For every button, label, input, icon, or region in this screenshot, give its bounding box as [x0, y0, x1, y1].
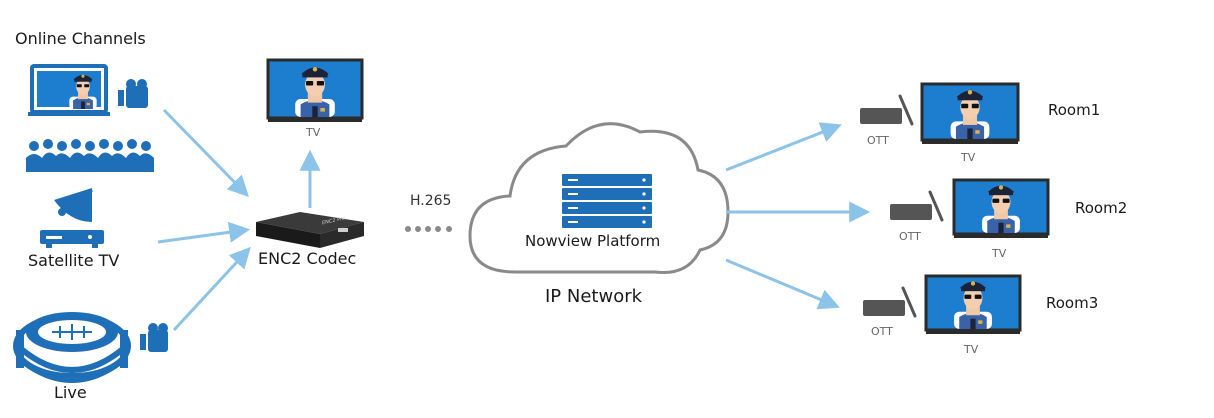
label-ip-network: IP Network — [545, 286, 643, 307]
label-protocol: H.265 — [410, 193, 452, 209]
audience-icon — [26, 139, 154, 172]
label-encoder: ENC2 Codec — [258, 249, 357, 268]
arrow-satellite-to-encoder — [157, 221, 251, 244]
source-arrows — [157, 108, 321, 332]
room2-ott-box-icon — [888, 190, 944, 222]
satellite-dish-icon — [40, 188, 104, 248]
server-rack-icon — [562, 174, 652, 228]
label-monitor-tv: TV — [306, 126, 321, 139]
label-room3: Room3 — [1046, 294, 1099, 312]
room1-tv-icon — [920, 82, 1020, 144]
room-arrows — [725, 122, 871, 310]
label-room2: Room2 — [1075, 199, 1128, 217]
room1-ott-box-icon — [858, 94, 914, 126]
protocol-dots — [405, 226, 452, 232]
room3-tv-icon — [924, 274, 1022, 334]
label-online-channels: Online Channels — [15, 29, 146, 48]
video-camera-icon — [140, 323, 168, 352]
video-camera-icon — [118, 79, 148, 108]
room2-tv-icon — [952, 178, 1050, 238]
arrow-live-to-encoder — [172, 246, 251, 332]
label-room1-ott: OTT — [867, 134, 889, 147]
label-room1: Room1 — [1048, 101, 1101, 119]
label-room3-ott: OTT — [871, 325, 893, 338]
encoder-device-icon — [256, 212, 364, 248]
label-live: Live — [54, 383, 87, 402]
online-channels-tv-icon — [28, 64, 110, 116]
label-room2-ott: OTT — [899, 230, 921, 243]
arrow-cloud-to-room1 — [725, 122, 842, 172]
label-room1-tv: TV — [961, 151, 976, 164]
label-platform: Nowview Platform — [525, 232, 661, 250]
label-room2-tv: TV — [992, 247, 1007, 260]
room3-ott-box-icon — [861, 286, 917, 318]
label-satellite-tv: Satellite TV — [28, 251, 120, 270]
arrow-online-to-encoder — [162, 108, 249, 198]
stadium-icon — [13, 312, 131, 383]
monitor-tv-icon — [266, 58, 364, 122]
arrow-cloud-to-room3 — [725, 258, 840, 310]
label-room3-tv: TV — [964, 343, 979, 356]
